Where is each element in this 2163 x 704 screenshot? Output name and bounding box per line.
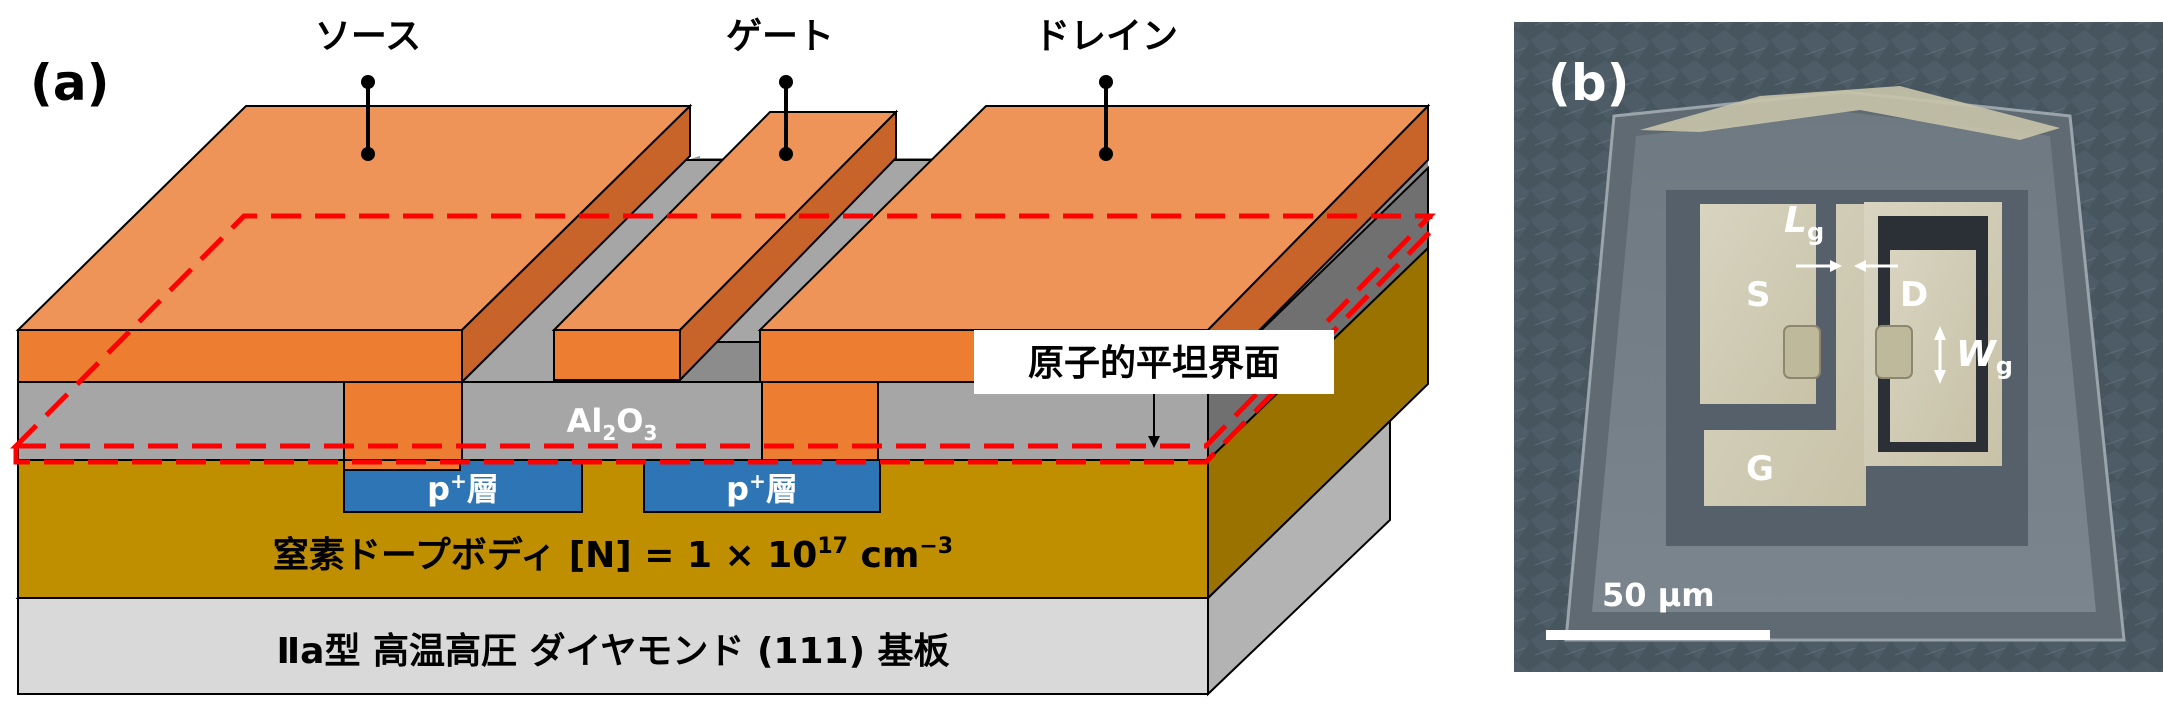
body-label: 窒素ドープボディ [N] = 1 × 1017 cm−3	[273, 534, 953, 576]
source-contact	[343, 381, 463, 461]
interface-arrow-head	[1148, 436, 1160, 448]
substrate-front	[17, 597, 1209, 695]
drain-terminal-label: ドレイン	[1034, 16, 1178, 57]
gate-pad	[1704, 204, 1866, 506]
oxide-label-front: Al2O3	[567, 402, 658, 445]
mesa-top-edge	[1640, 86, 2060, 140]
substrate-label: Ⅱa型 高温高圧 ダイヤモンド (111) 基板	[276, 631, 949, 672]
body-front	[17, 459, 1209, 599]
interface-dashed-lower	[13, 216, 1433, 465]
source-pad-label: S	[1746, 275, 1771, 315]
drain-pad-label: D	[1900, 275, 1928, 315]
wg-arrow-top	[1934, 326, 1946, 340]
panel-a: Ⅱa型 高温高圧 ダイヤモンド (111) 基板 窒素ドープボディ [N] = …	[10, 16, 1436, 697]
drain-contact-window	[1875, 325, 1913, 379]
gate-terminal-label: ゲート	[726, 16, 834, 57]
p-layer-right	[643, 459, 881, 513]
gate-front	[553, 329, 681, 381]
wg-arrow-bottom	[1934, 370, 1946, 384]
gate-pad-label: G	[1746, 449, 1774, 489]
p-layer-left-label: p+層	[427, 469, 499, 508]
source-contact-window	[1783, 325, 1821, 379]
p-layer-right-label: p+層	[726, 469, 798, 508]
source-terminal	[361, 75, 375, 161]
scale-bar-label: 50 μm	[1602, 576, 1715, 614]
lg-label: Lg	[1784, 200, 1824, 246]
source-terminal-label: ソース	[315, 16, 421, 57]
lg-arrow-right-head	[1854, 260, 1866, 272]
gate-terminal	[779, 75, 793, 161]
wg-label: Wg	[1956, 334, 2013, 380]
panel-b: S D G Lg Wg 50 μm (b)	[1514, 22, 2163, 672]
panel-b-label: (b)	[1548, 54, 1630, 112]
lg-arrow-left-head	[1830, 260, 1842, 272]
interface-label-box	[974, 330, 1334, 394]
drain-terminal	[1099, 75, 1113, 161]
scale-bar	[1546, 630, 1770, 640]
panel-a-label: (a)	[30, 54, 109, 112]
interface-label: 原子的平坦界面	[1028, 343, 1280, 384]
